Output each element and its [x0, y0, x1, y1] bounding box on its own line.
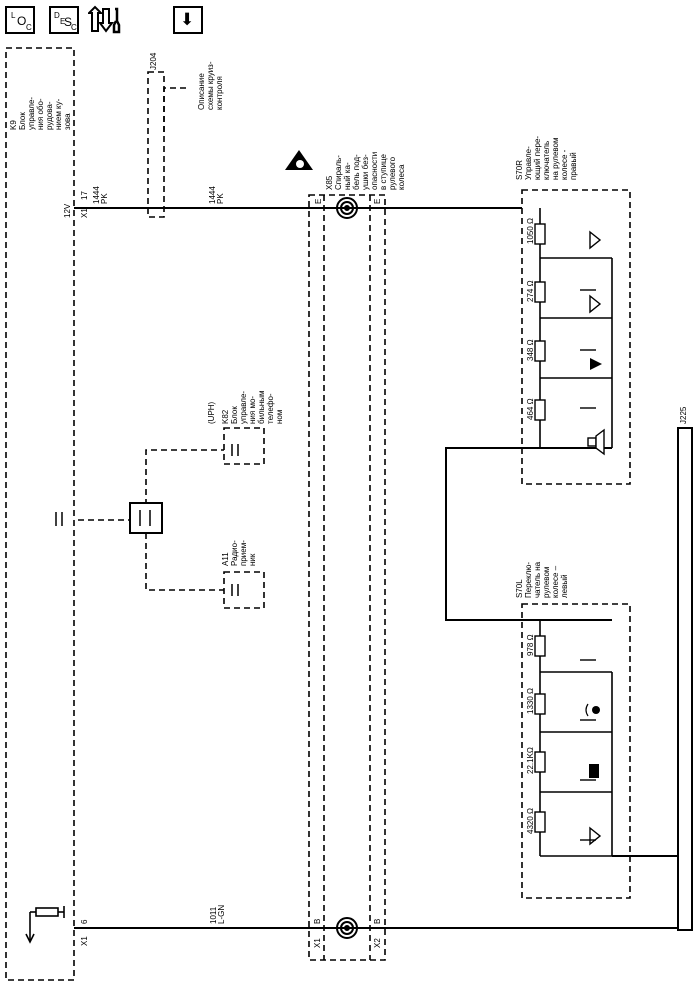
bottom-x1-label: X1	[80, 936, 89, 946]
x85-box	[308, 194, 386, 961]
clockspring-bottom-icon	[336, 917, 358, 939]
resistor-r3-label: 348 Ω	[526, 339, 535, 361]
top-voltage-label: 12V	[63, 203, 72, 218]
bottom-color-label: L-GN	[217, 905, 226, 924]
resistor-l3-label: 22.1KΩ	[526, 747, 535, 774]
top-color-right: PK	[216, 193, 225, 204]
a11-label: A11 Радио- прием- ник	[221, 538, 257, 566]
bottom-pin-x85-left: B	[313, 919, 322, 924]
desc-top-letter: D	[54, 11, 60, 20]
volume-up-icon	[589, 294, 602, 314]
resistor-l4-label: 4320 Ω	[526, 808, 535, 834]
s70l-box	[521, 603, 631, 899]
loc-bot-letter: C	[26, 23, 32, 32]
resistor-l1-label: 978 Ω	[526, 634, 535, 656]
s70l-label: S70L Переклю- чатель на рулевом колесе –…	[515, 560, 569, 598]
speaker-icon	[587, 428, 605, 456]
down-arrow-glyph: ⬇	[180, 10, 195, 30]
ground-icon	[25, 906, 65, 944]
serial-line-k82	[145, 449, 224, 505]
cruise-label: Описание схемы круиз- контроля	[197, 59, 224, 110]
seek-down-icon	[589, 826, 602, 846]
resistor-r4	[534, 399, 546, 421]
clockspring-top-icon	[336, 197, 358, 219]
loc-top-letter: L	[11, 11, 16, 20]
resistor-r1	[534, 223, 546, 245]
bottom-pin-label: 6	[80, 919, 89, 924]
uph-label: (UPH)	[207, 401, 216, 424]
top-circuit-right: 1444	[208, 186, 217, 204]
resistor-l4	[534, 811, 546, 833]
esd-warning-icon	[285, 150, 313, 170]
resistor-l3	[534, 751, 546, 773]
k82-data-arrows-icon	[231, 444, 239, 456]
exchange-tool-icon[interactable]	[86, 5, 122, 35]
cruise-link	[163, 87, 190, 132]
a11-box	[223, 571, 265, 609]
k9-serial-icon	[55, 512, 63, 526]
j225-bar	[677, 427, 693, 931]
serial-splice-icon	[129, 502, 163, 534]
resistor-l2	[534, 693, 546, 715]
location-icon[interactable]: L O C	[5, 6, 35, 34]
voice-command-icon	[585, 703, 600, 717]
volume-down-icon	[590, 358, 602, 370]
x85-label: X85 Спираль- ный ка- бель под- ушки без-…	[325, 150, 406, 190]
resistor-r2-label: 274 Ω	[526, 280, 535, 302]
top-pin-x85-right: E	[373, 199, 382, 204]
wire-s70r-s70l	[445, 447, 612, 621]
s70r-box	[521, 189, 631, 485]
bottom-pin-x85-right: B	[373, 919, 382, 924]
top-color-left: PK	[100, 193, 109, 204]
seek-up-icon	[589, 230, 602, 250]
serial-line-a11	[145, 533, 224, 591]
desc-bot-letter: C	[71, 23, 77, 32]
description-icon[interactable]: D E S C	[49, 6, 79, 34]
download-icon[interactable]: ⬇	[173, 6, 203, 34]
a11-data-arrows-icon	[231, 584, 239, 596]
resistor-r3	[534, 340, 546, 362]
bottom-x85-x2-label: X2	[373, 938, 382, 948]
top-pin-label: 17	[80, 191, 89, 200]
j225-label: J225	[679, 406, 688, 424]
resistor-l1	[534, 635, 546, 657]
loc-main-letter: O	[17, 14, 27, 28]
k82-label: K82 Блок управле- ния мо- бильным телефо…	[221, 388, 284, 424]
bottom-x85-x1-label: X1	[313, 938, 322, 948]
resistor-r1-label: 1050 Ω	[526, 218, 535, 244]
s70r-label: S70R Управле- ющий пере- ключатель на ру…	[515, 134, 578, 180]
k9-module-box	[5, 47, 75, 981]
j204-label: J204	[149, 52, 158, 70]
k82-box	[223, 427, 265, 465]
mode-button-icon	[589, 764, 599, 778]
resistor-r2	[534, 281, 546, 303]
j204-box	[147, 71, 165, 218]
top-x1-label: X1	[80, 208, 89, 218]
desc-main-letter: S	[64, 15, 73, 29]
resistor-r4-label: 464 Ω	[526, 398, 535, 420]
desc-mid-letter: E	[60, 17, 66, 26]
resistor-l2-label: 1330 Ω	[526, 688, 535, 714]
bottom-circuit-label: 1011	[209, 906, 218, 924]
top-pin-x85-left: E	[314, 199, 323, 204]
top-circuit-left: 1444	[92, 186, 101, 204]
k9-label: K9 Блок управле- ния обо- рудова- нием к…	[9, 95, 72, 130]
